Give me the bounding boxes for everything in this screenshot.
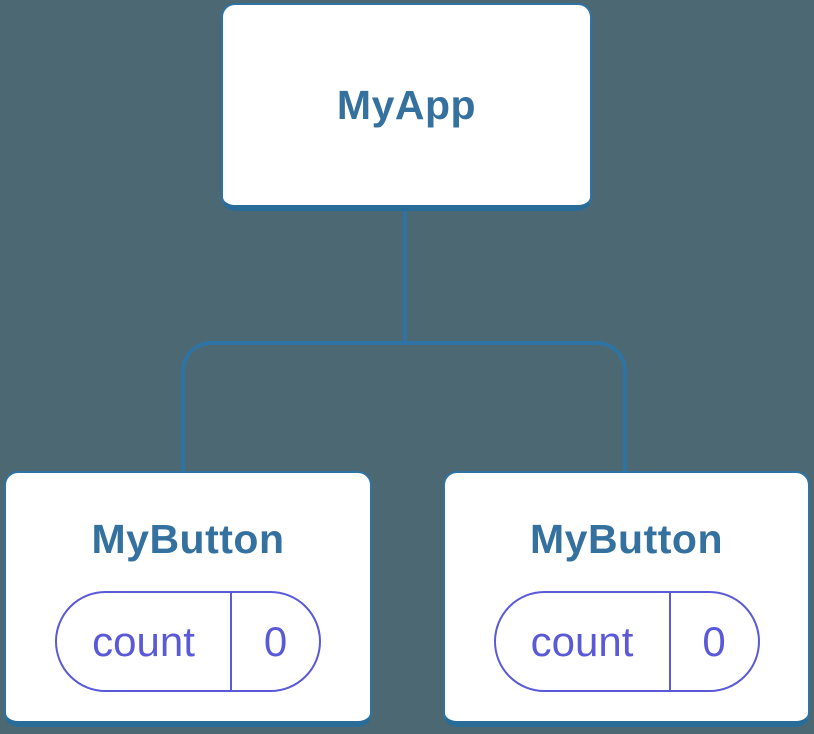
state-value: 0 [263,617,288,665]
state-value: 0 [702,617,726,665]
child-component-box-right: MyButton count 0 [443,471,810,727]
child-component-box-left: MyButton count 0 [4,471,372,727]
state-key-cell: count [496,593,671,690]
root-component-label: MyApp [336,82,477,128]
state-key: count [92,617,195,665]
state-pill: count 0 [55,591,321,692]
state-value-cell: 0 [232,593,319,690]
child-component-label: MyButton [91,516,285,562]
state-key-cell: count [57,593,232,690]
connector-branch [181,341,627,471]
child-component-label: MyButton [529,516,723,562]
state-pill: count 0 [493,591,760,692]
state-value-cell: 0 [671,593,758,690]
root-component-box: MyApp [221,3,592,211]
state-key: count [530,617,634,665]
connector-stem [403,208,407,345]
